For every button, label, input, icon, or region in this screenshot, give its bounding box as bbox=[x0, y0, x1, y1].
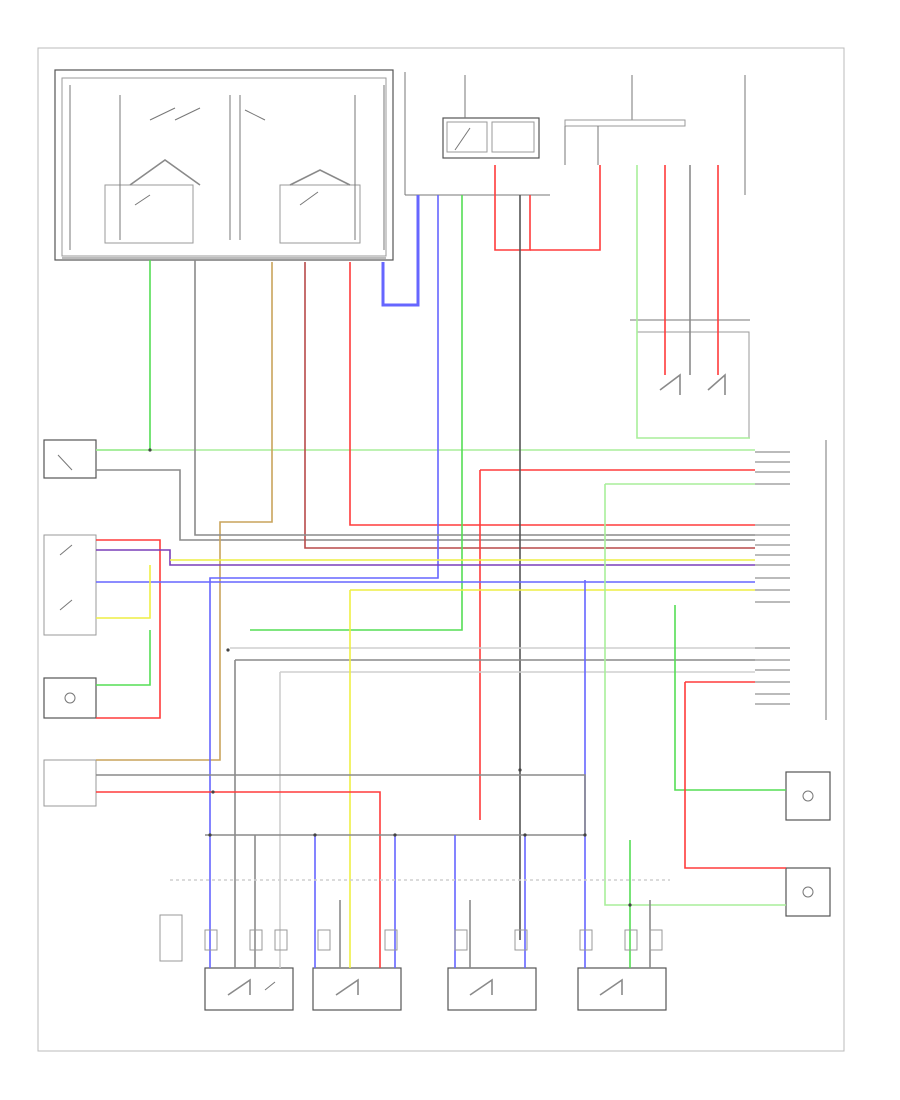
connector-strip-right bbox=[755, 440, 827, 720]
left-front-power-window-switch bbox=[43, 439, 97, 479]
rear-door-motor-1 bbox=[204, 967, 294, 1011]
wires bbox=[96, 165, 786, 968]
rear-door-motor-4 bbox=[577, 967, 667, 1011]
motor-connector-stubs bbox=[159, 914, 663, 962]
right-front-power-window-motor bbox=[43, 677, 97, 719]
right-front-power-window-control-switch bbox=[43, 534, 97, 636]
connector-pins bbox=[755, 451, 790, 705]
fuse-junction-top-right bbox=[564, 75, 746, 195]
rear-door-motor-3 bbox=[447, 967, 537, 1011]
rear-door-motor-2 bbox=[312, 967, 402, 1011]
left-power-window-motor-right bbox=[785, 771, 831, 821]
splice-points bbox=[148, 448, 632, 907]
diagram-frame bbox=[37, 47, 845, 1052]
fuse-junction-top-center bbox=[404, 72, 550, 196]
power-window-control-switch-lower-left bbox=[43, 759, 97, 807]
power-window-master-switch bbox=[54, 69, 394, 261]
right-power-window-motor-right bbox=[785, 867, 831, 917]
